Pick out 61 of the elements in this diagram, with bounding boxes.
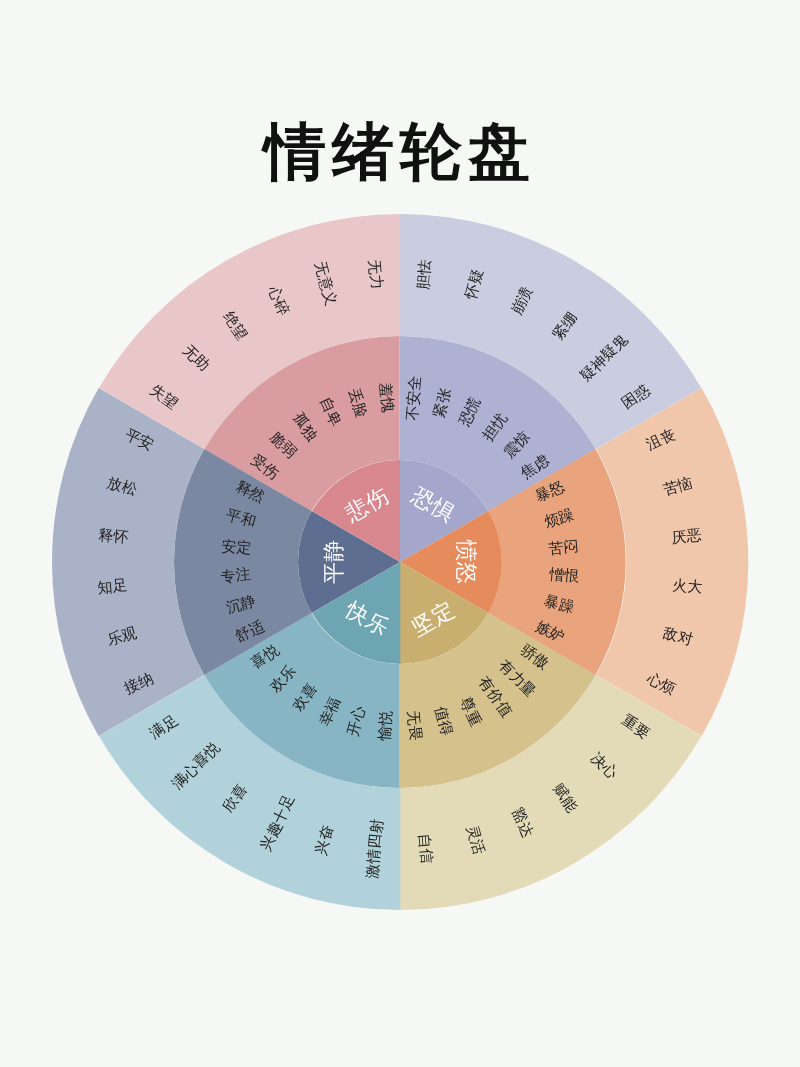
- emotion-word: 失望: [147, 382, 181, 412]
- emotion-word: 豁达: [508, 806, 535, 840]
- emotion-word: 满心喜悦: [169, 739, 223, 793]
- emotion-word: 烦躁: [542, 508, 576, 531]
- title: 情绪轮盘: [0, 110, 800, 194]
- emotion-word: 激情四射: [364, 818, 385, 880]
- emotion-word: 尊重: [456, 694, 483, 729]
- emotion-word: 灵活: [463, 823, 486, 857]
- emotion-word: 不安全: [404, 374, 424, 421]
- emotion-word: 沮丧: [644, 427, 678, 454]
- emotion-word: 决心: [587, 749, 620, 782]
- emotion-category: 愤怒: [455, 540, 477, 584]
- emotion-category: 恐惧: [408, 484, 458, 526]
- emotion-word: 接纳: [122, 670, 156, 697]
- emotion-word: 暴躁: [542, 593, 576, 616]
- emotion-word: 兴趣十足: [258, 792, 298, 854]
- emotion-word: 无助: [180, 342, 213, 375]
- emotion-word: 平和: [224, 508, 258, 531]
- emotion-word: 愉悦: [376, 710, 395, 742]
- emotion-word: 赋能: [550, 781, 580, 815]
- emotion-word: 开心: [346, 704, 369, 738]
- emotion-word: 火大: [671, 578, 703, 596]
- emotion-word: 怀疑: [463, 267, 486, 301]
- emotion-word: 兴奋: [314, 823, 337, 857]
- emotion-word: 自信: [416, 833, 434, 865]
- emotion-category: 快乐: [342, 598, 392, 640]
- emotion-word: 苦恼: [661, 476, 695, 499]
- emotion-word: 释怀: [97, 528, 129, 546]
- emotion-word: 放松: [105, 476, 139, 499]
- emotion-word: 困惑: [619, 382, 653, 412]
- emotion-word: 乐观: [105, 625, 139, 648]
- emotion-word: 满足: [147, 712, 181, 742]
- emotion-word: 苦闷: [548, 538, 580, 557]
- emotion-word: 无意义: [312, 260, 339, 308]
- emotion-word: 沉静: [224, 593, 258, 616]
- emotion-word: 胆怯: [416, 259, 434, 291]
- emotion-word: 知足: [97, 578, 129, 596]
- emotion-word: 恐慌: [456, 395, 483, 430]
- emotion-category: 平静: [323, 540, 345, 584]
- emotion-word: 紧张: [431, 386, 454, 420]
- emotion-word: 丢脸: [346, 386, 369, 420]
- emotion-word: 平安: [122, 427, 156, 454]
- emotion-word: 安定: [220, 538, 252, 557]
- emotion-word: 紧绷: [550, 309, 580, 343]
- emotion-word: 敌对: [661, 625, 695, 648]
- emotion-word: 厌恶: [671, 528, 703, 546]
- emotion-word: 心烦: [644, 670, 678, 697]
- emotion-word: 绝望: [220, 309, 250, 343]
- emotion-word: 疑神疑鬼: [577, 331, 631, 385]
- emotion-word: 重要: [619, 712, 653, 742]
- emotion-word: 羞愧: [376, 382, 395, 414]
- emotion-word: 无力: [366, 259, 384, 291]
- emotion-category: 坚定: [408, 598, 458, 640]
- emotion-word: 崩溃: [508, 284, 535, 318]
- emotion-word: 憎恨: [548, 567, 580, 586]
- emotion-word: 无畏: [405, 710, 424, 742]
- emotion-word: 心碎: [265, 284, 292, 318]
- emotion-word: 欣喜: [220, 781, 250, 815]
- emotion-category: 悲伤: [342, 484, 392, 526]
- emotion-word: 值得: [431, 704, 454, 738]
- emotion-word: 专注: [220, 567, 252, 586]
